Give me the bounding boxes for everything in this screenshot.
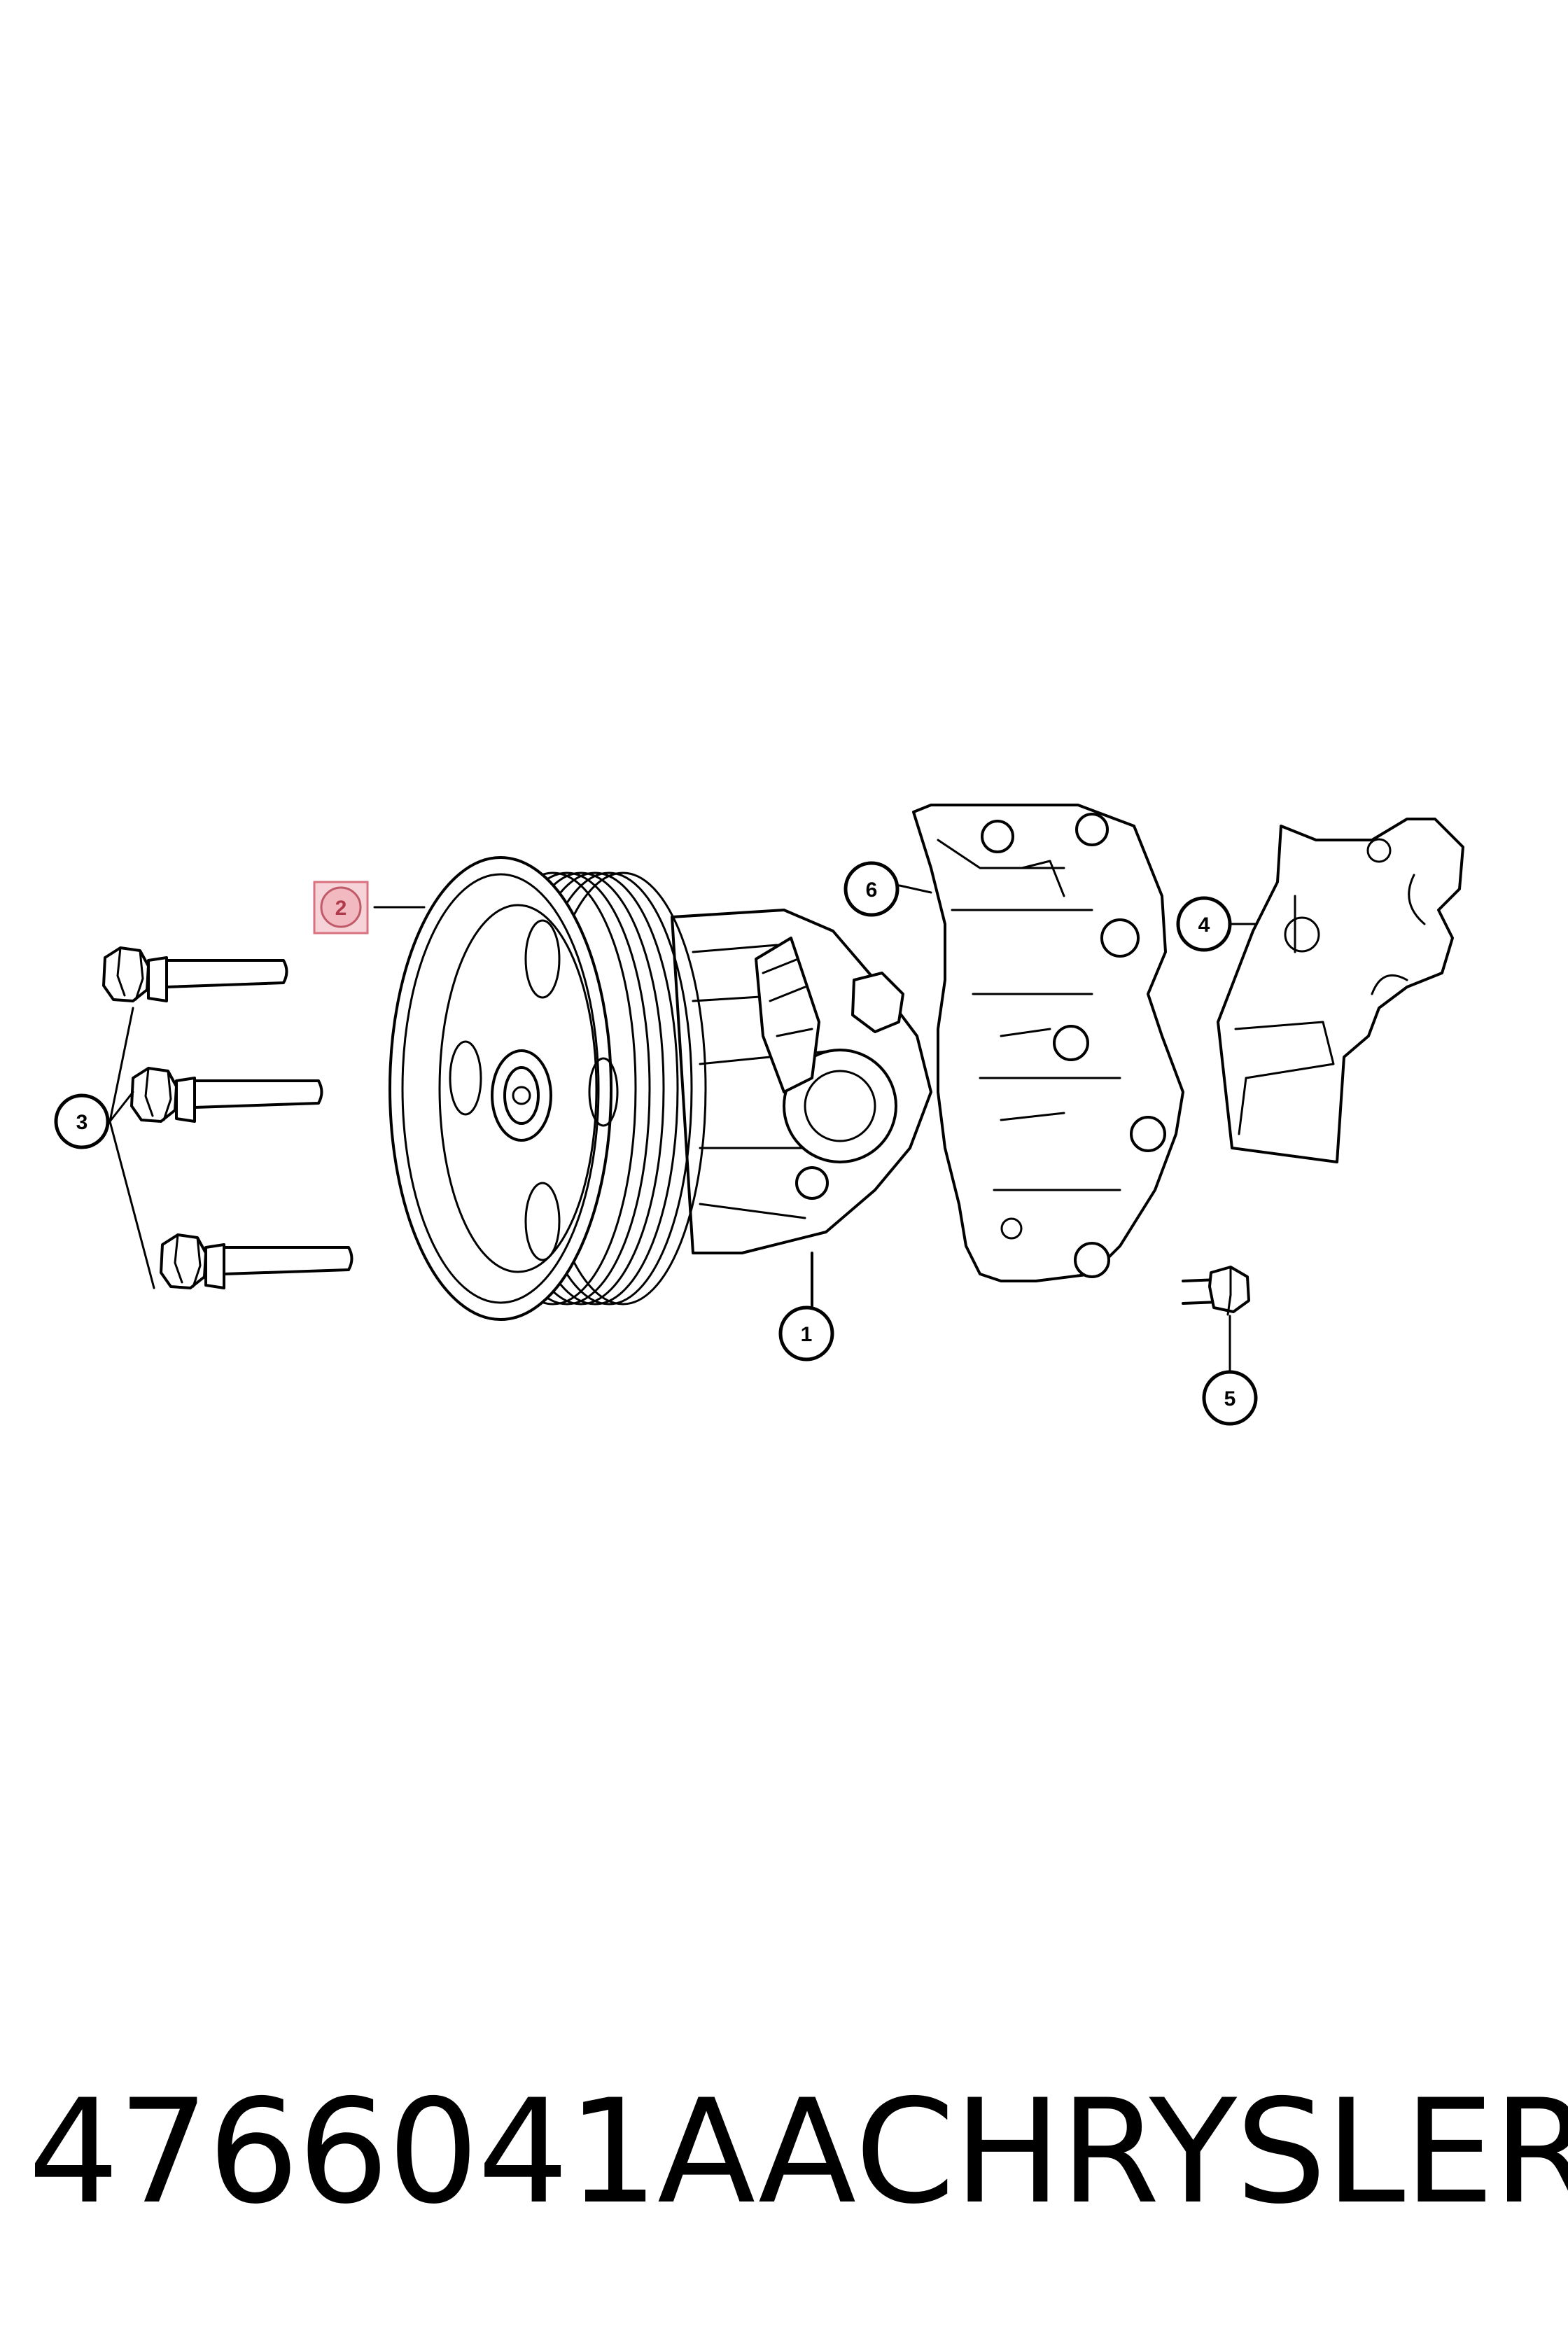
callout-1[interactable]: 1 bbox=[778, 1306, 834, 1362]
bolt-middle bbox=[130, 1067, 323, 1123]
callout-4[interactable]: 4 bbox=[1176, 896, 1232, 952]
callout-3[interactable]: 3 bbox=[54, 1093, 110, 1149]
footer-caption: 4766041AA CHRYSLER bbox=[28, 2068, 1568, 2236]
power-steering-pump-body bbox=[671, 909, 932, 1310]
callout-2[interactable]: 2 bbox=[313, 881, 369, 934]
part-number: 4766041AA bbox=[28, 2069, 856, 2236]
callout-5[interactable]: 5 bbox=[1202, 1370, 1258, 1426]
svg-text:3: 3 bbox=[76, 1111, 88, 1134]
callout-6[interactable]: 6 bbox=[844, 861, 899, 917]
brand-name: CHRYSLER bbox=[855, 2069, 1568, 2236]
bracket-bolt bbox=[1182, 1266, 1250, 1316]
svg-text:1: 1 bbox=[801, 1323, 813, 1346]
heat-shield bbox=[1217, 818, 1464, 1163]
svg-text:6: 6 bbox=[866, 878, 878, 902]
pulley bbox=[388, 856, 707, 1321]
bolt-upper bbox=[102, 946, 288, 1002]
svg-text:5: 5 bbox=[1224, 1387, 1236, 1410]
svg-text:4: 4 bbox=[1198, 913, 1210, 937]
bolt-lower bbox=[160, 1233, 354, 1289]
svg-text:2: 2 bbox=[335, 897, 347, 920]
mounting-bracket bbox=[912, 804, 1184, 1282]
